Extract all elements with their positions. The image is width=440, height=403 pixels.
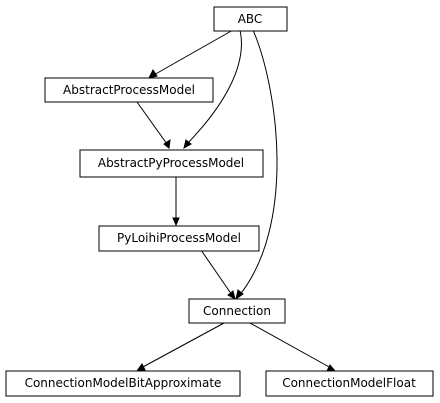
- edge-py-loihi-process-model-to-connection: [200, 249, 236, 301]
- edge-abstract-process-model-to-abstract-py-process-model: [136, 101, 171, 149]
- edge-abc-to-abstract-py-process-model: [183, 29, 242, 150]
- node-connection-model-bit-approximate-label: ConnectionModelBitApproximate: [25, 376, 222, 390]
- node-abstract-py-process-model-label: AbstractPyProcessModel: [98, 156, 244, 170]
- node-py-loihi-process-model-label: PyLoihiProcessModel: [117, 231, 241, 245]
- node-connection-model-bit-approximate: ConnectionModelBitApproximate: [5, 370, 241, 397]
- node-abstract-process-model: AbstractProcessModel: [44, 77, 214, 103]
- edge-connection-to-connection-model-float: [249, 322, 337, 372]
- node-connection-model-float: ConnectionModelFloat: [265, 370, 434, 397]
- node-connection-model-float-label: ConnectionModelFloat: [282, 376, 416, 390]
- node-py-loihi-process-model: PyLoihiProcessModel: [98, 225, 260, 252]
- edge-connection-to-connection-model-bit-approximate: [135, 322, 225, 372]
- node-connection-label: Connection: [203, 304, 271, 318]
- node-abstract-process-model-label: AbstractProcessModel: [63, 83, 195, 97]
- node-abc: ABC: [213, 6, 288, 32]
- edge-abc-to-connection: [235, 29, 278, 301]
- edge-abc-to-abstract-process-model: [148, 29, 234, 79]
- node-abstract-py-process-model: AbstractPyProcessModel: [79, 149, 264, 178]
- node-connection: Connection: [188, 298, 286, 324]
- edge-abstract-py-process-model-to-py-loihi-process-model: [172, 177, 180, 227]
- node-abc-label: ABC: [238, 12, 263, 26]
